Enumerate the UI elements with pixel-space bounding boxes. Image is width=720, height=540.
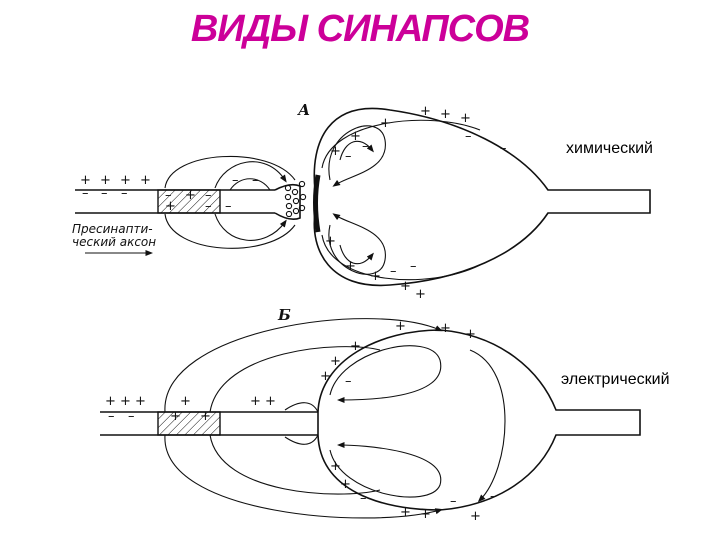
- svg-text:+: +: [330, 354, 341, 369]
- svg-text:+: +: [415, 287, 426, 302]
- svg-text:+: +: [185, 188, 196, 203]
- postsynaptic-cell-body-b: [318, 330, 640, 510]
- svg-text:+: +: [400, 279, 411, 294]
- svg-text:+: +: [250, 394, 261, 409]
- svg-text:+: +: [325, 234, 336, 249]
- svg-text:–: –: [345, 374, 352, 389]
- svg-text:+: +: [440, 321, 451, 336]
- svg-text:+: +: [420, 104, 431, 119]
- svg-text:+: +: [105, 394, 116, 409]
- svg-text:+: +: [350, 339, 361, 354]
- svg-text:+: +: [400, 505, 411, 520]
- chemical-synapse-drawing: А ++ ++ –– –– +– +– –– –: [72, 101, 650, 302]
- svg-text:+: +: [200, 409, 211, 424]
- svg-text:+: +: [120, 394, 131, 409]
- svg-text:–: –: [465, 129, 472, 144]
- svg-text:–: –: [410, 259, 417, 274]
- svg-text:–: –: [345, 149, 352, 164]
- svg-text:+: +: [340, 477, 351, 492]
- svg-text:–: –: [362, 139, 369, 154]
- svg-text:–: –: [108, 409, 115, 424]
- svg-text:+: +: [380, 116, 391, 131]
- svg-text:+: +: [370, 269, 381, 284]
- panel-a-letter: А: [297, 101, 310, 119]
- svg-text:–: –: [360, 491, 367, 506]
- svg-text:+: +: [465, 327, 476, 342]
- svg-text:–: –: [82, 186, 89, 201]
- svg-text:+: +: [140, 173, 151, 188]
- svg-text:+: +: [265, 394, 276, 409]
- svg-text:–: –: [121, 186, 128, 201]
- svg-text:+: +: [420, 507, 431, 522]
- svg-text:+: +: [350, 129, 361, 144]
- svg-text:+: +: [180, 394, 191, 409]
- svg-text:–: –: [225, 199, 232, 214]
- svg-text:+: +: [170, 409, 181, 424]
- svg-text:+: +: [320, 369, 331, 384]
- electrical-synapse-drawing: Б ++ ++ ++ –– ++ ++ ++ +– + ++ –+ +– +–: [100, 306, 640, 524]
- svg-text:–: –: [205, 199, 212, 214]
- svg-text:+: +: [165, 199, 176, 214]
- svg-text:+: +: [135, 394, 146, 409]
- svg-text:–: –: [128, 409, 135, 424]
- svg-text:+: +: [345, 259, 356, 274]
- svg-text:–: –: [500, 141, 507, 156]
- postsynaptic-cell-body: [314, 108, 650, 285]
- synaptic-vesicles: [285, 181, 305, 216]
- svg-text:+: +: [330, 144, 341, 159]
- svg-text:+: +: [460, 111, 471, 126]
- svg-text:–: –: [252, 173, 259, 188]
- svg-text:–: –: [390, 264, 397, 279]
- panel-b-letter: Б: [277, 306, 291, 324]
- svg-text:+: +: [330, 459, 341, 474]
- svg-text:+: +: [470, 509, 481, 524]
- axon-label-line1: Пресинапти-: [72, 222, 153, 236]
- axon-label-line2: ческий аксон: [72, 235, 156, 249]
- svg-text:–: –: [490, 489, 497, 504]
- postsynaptic-membrane: [316, 175, 319, 232]
- svg-text:+: +: [395, 319, 406, 334]
- svg-text:+: +: [440, 107, 451, 122]
- svg-text:–: –: [101, 186, 108, 201]
- svg-text:–: –: [450, 494, 457, 509]
